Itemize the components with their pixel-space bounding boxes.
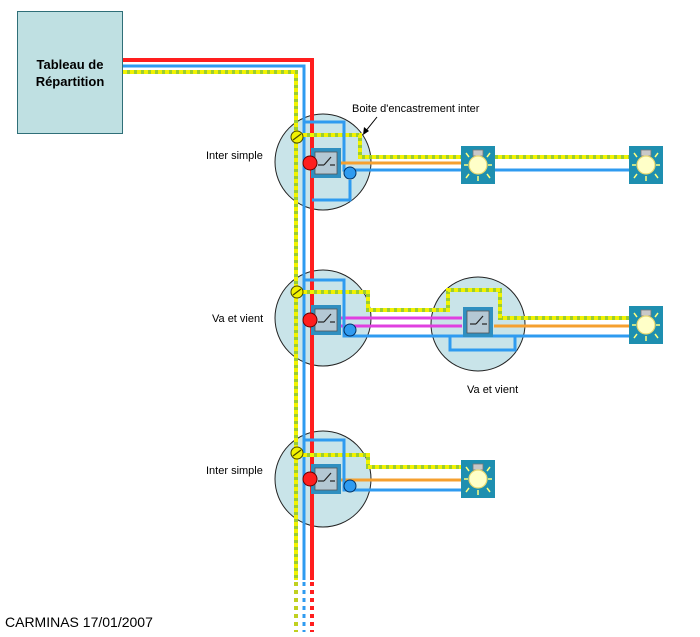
earth-screw-icon-1 <box>290 130 304 144</box>
phase-terminal-1 <box>302 155 318 171</box>
neutral-terminal-2 <box>343 323 357 337</box>
earth-screw-icon-3 <box>290 446 304 460</box>
phase-terminal-2 <box>302 312 318 328</box>
neutral-terminal-1 <box>343 166 357 180</box>
lamp-icon-3 <box>460 459 496 499</box>
box-label: Boite d'encastrement inter <box>352 103 480 115</box>
supply-cable <box>123 58 314 632</box>
circuit-3-label: Inter simple <box>206 465 263 477</box>
circuit-1-label: Inter simple <box>206 150 263 162</box>
lamp-icon-2 <box>628 305 664 345</box>
panel-title-line2: Répartition <box>35 73 105 89</box>
remote-switch-label: Va et vient <box>467 384 519 396</box>
circuit-2-label: Va et vient <box>212 313 264 325</box>
author-credit: CARMINAS 17/01/2007 <box>5 614 153 630</box>
switch-icon-remote <box>462 306 494 338</box>
lamp-icon-1b <box>628 145 664 185</box>
earth-screw-icon-2 <box>290 285 304 299</box>
callout-arrow <box>363 116 378 135</box>
phase-terminal-3 <box>302 471 318 487</box>
lamp-icon-1a <box>460 145 496 185</box>
neutral-terminal-3 <box>343 479 357 493</box>
panel-title-line1: Tableau de <box>36 56 104 72</box>
